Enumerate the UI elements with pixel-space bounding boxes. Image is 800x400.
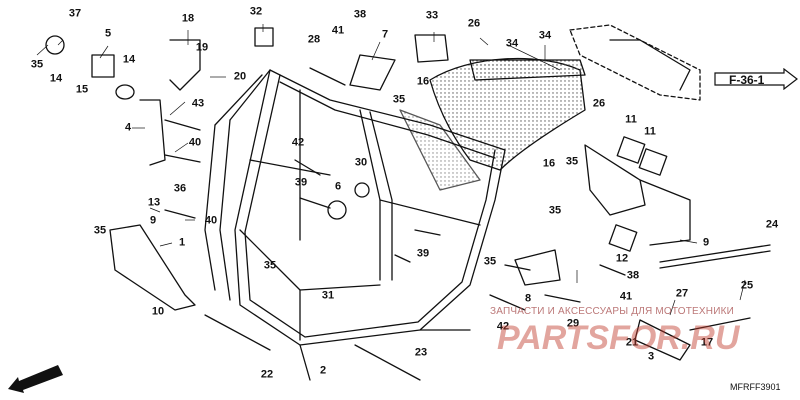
front-direction-arrow-icon — [8, 365, 63, 393]
callout-36: 36 — [173, 182, 187, 195]
callout-18: 18 — [181, 12, 195, 25]
callout-3: 3 — [647, 350, 655, 363]
callout-39: 39 — [416, 247, 430, 260]
callout-23: 23 — [414, 346, 428, 359]
callout-37: 37 — [68, 7, 82, 20]
callout-27: 27 — [675, 287, 689, 300]
callout-9: 9 — [702, 236, 710, 249]
callout-4: 4 — [124, 121, 132, 134]
callout-43: 43 — [191, 97, 205, 110]
engine-hanger — [584, 144, 646, 216]
callout-25: 25 — [740, 279, 754, 292]
callout-34: 34 — [505, 37, 519, 50]
callout-35: 35 — [483, 255, 497, 268]
callout-2: 2 — [319, 364, 327, 377]
callout-6: 6 — [334, 180, 342, 193]
reference-label: F-36-1 — [729, 73, 765, 87]
callout-7: 7 — [381, 28, 389, 41]
callout-31: 31 — [321, 289, 335, 302]
callout-14: 14 — [122, 53, 136, 66]
callout-22: 22 — [260, 368, 274, 381]
callout-16: 16 — [416, 75, 430, 88]
front-bracket — [139, 99, 166, 166]
callout-21: 21 — [625, 336, 639, 349]
callout-35: 35 — [93, 224, 107, 237]
callout-40: 40 — [188, 136, 202, 149]
callout-33: 33 — [425, 9, 439, 22]
watermark-logo-text: PARTSFOR.RU — [497, 319, 741, 356]
watermark-logo: PARTSFOR.RU — [497, 319, 741, 356]
callout-30: 30 — [354, 156, 368, 169]
callout-35: 35 — [392, 93, 406, 106]
rear-fender — [429, 57, 586, 171]
callout-16: 16 — [542, 157, 556, 170]
callout-34: 34 — [538, 29, 552, 42]
callout-38: 38 — [626, 269, 640, 282]
callout-1: 1 — [178, 236, 186, 249]
callout-41: 41 — [619, 290, 633, 303]
callout-35: 35 — [565, 155, 579, 168]
callout-24: 24 — [765, 218, 779, 231]
callout-13: 13 — [147, 196, 161, 209]
watermark-caption: ЗАПЧАСТИ И АКСЕССУАРЫ ДЛЯ МОТОТЕХНИКИ — [490, 306, 735, 317]
callout-38: 38 — [353, 8, 367, 21]
callout-42: 42 — [496, 320, 510, 333]
callout-42: 42 — [291, 136, 305, 149]
callout-35: 35 — [263, 259, 277, 272]
callout-41: 41 — [331, 24, 345, 37]
callout-26: 26 — [592, 97, 606, 110]
callout-26: 26 — [467, 17, 481, 30]
callout-35: 35 — [30, 58, 44, 71]
callout-20: 20 — [233, 70, 247, 83]
callout-8: 8 — [524, 292, 532, 305]
callout-19: 19 — [195, 41, 209, 54]
callout-9: 9 — [149, 214, 157, 227]
callout-35: 35 — [548, 204, 562, 217]
callout-40: 40 — [204, 214, 218, 227]
callout-14: 14 — [49, 72, 63, 85]
callout-32: 32 — [249, 5, 263, 18]
callout-17: 17 — [700, 336, 714, 349]
callout-29: 29 — [566, 317, 580, 330]
diagram-code: MFRFF3901 — [730, 382, 781, 392]
callout-11: 11 — [644, 125, 656, 138]
callout-11: 11 — [625, 113, 637, 126]
callout-39: 39 — [294, 176, 308, 189]
callout-10: 10 — [151, 305, 165, 318]
callout-28: 28 — [307, 33, 321, 46]
callout-15: 15 — [75, 83, 89, 96]
callout-12: 12 — [615, 252, 629, 265]
frame-main — [234, 69, 506, 346]
callout-5: 5 — [104, 27, 112, 40]
reference-arrow — [714, 68, 798, 90]
